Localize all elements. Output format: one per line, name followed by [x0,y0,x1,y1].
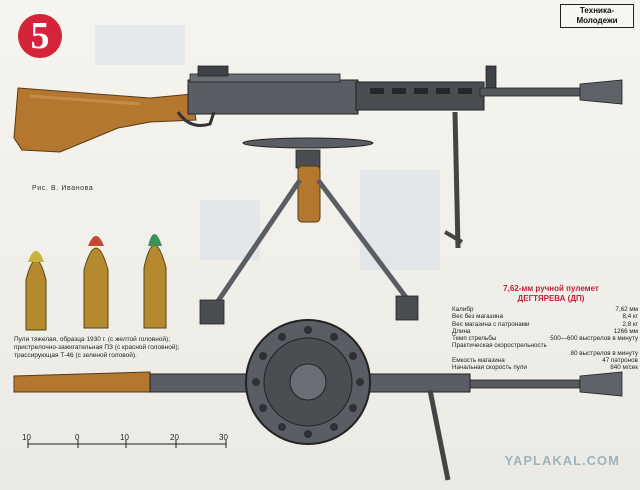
spec-label: Вес без магазина [452,313,503,321]
spec-title-line: ДЕГТЯРЕВА (ДП) [517,294,585,303]
spec-row: Емкость магазина 47 патронов [452,357,638,364]
spec-table: Калибр 7,62 мм Вес без магазина 8,4 кг Вес… [452,306,638,372]
spec-value: 8,4 кг [622,313,638,321]
spec-row: Длина 1266 мм [452,328,638,335]
scale-bar [27,440,227,448]
spec-label: Емкость магазина [452,357,505,365]
cartridges [25,234,167,331]
spec-value: 500—600 выстрелов в минуту [550,335,638,343]
barrel [479,87,581,97]
trigger-guard [176,111,216,127]
background-text-block [95,25,185,65]
spec-value: 840 м/сек [610,364,638,372]
bipod-front-view [199,149,419,325]
wooden-stock [13,87,197,153]
spec-row: Вес без магазина 8,4 кг [452,313,638,320]
machine-gun-top-view [13,319,623,481]
bullet-red-tip [83,247,109,329]
spec-title: 7,62-мм ручной пулемет ДЕГТЯРЕВА (ДП) [476,284,626,304]
receiver [187,79,359,115]
flash-hider [579,79,623,105]
spec-value: 80 выстрелов в минуту [570,349,638,357]
spec-row: Вес магазина с патронами 2,8 кг [452,321,638,328]
bullet-caption: Пули тяжелая, образца 1930 г. (с желтой … [14,336,180,359]
page-number-badge: 5 [18,14,62,58]
scale-label: 30 [219,433,228,442]
spec-value: 1266 мм [613,327,638,335]
spec-label: Калибр [452,306,474,313]
spec-value: 7,62 мм [615,306,638,313]
spec-row: Калибр 7,62 мм [452,306,638,313]
wooden-stock-top [13,371,151,393]
front-sight [485,65,497,89]
bullet-yellow-tip [25,259,47,331]
watermark: YAPLAKAL.COM [504,453,620,468]
magazine-edge [242,137,374,149]
barrel-shroud [355,81,485,111]
scale-label: 10 [22,433,31,442]
spec-label: Темп стрельбы [452,335,497,343]
spec-row: Начальная скорость пули 840 м/сек [452,364,638,371]
scale-label: 0 [75,433,80,442]
magazine-label-line: Молодежи [576,16,618,25]
spec-label: Практическая скорострельность [452,342,547,350]
spec-row: Практическая скорострельность [452,342,638,349]
machine-gun-side-view [13,65,623,249]
spec-value: 47 патронов [602,357,638,365]
spec-label: Длина [452,327,471,335]
bipod-body [297,165,321,223]
spec-row: 80 выстрелов в минуту [452,350,638,357]
illustration-credit: Рис. В. Иванова [32,185,94,192]
spec-label: Начальная скорость пули [452,364,527,372]
spec-label: Вес магазина с патронами [452,320,530,328]
spec-title-line: 7,62-мм ручной пулемет [503,284,599,293]
magazine-label: Техника- Молодежи [560,4,634,28]
bipod-leg [452,111,461,249]
magazine-label-line: Техника- [579,6,615,15]
spec-row: Темп стрельбы 500—600 выстрелов в минуту [452,335,638,342]
bullet-green-tip [143,244,167,329]
scale-label: 10 [120,433,129,442]
scale-label: 20 [170,433,179,442]
spec-value: 2,8 кг [622,320,638,328]
